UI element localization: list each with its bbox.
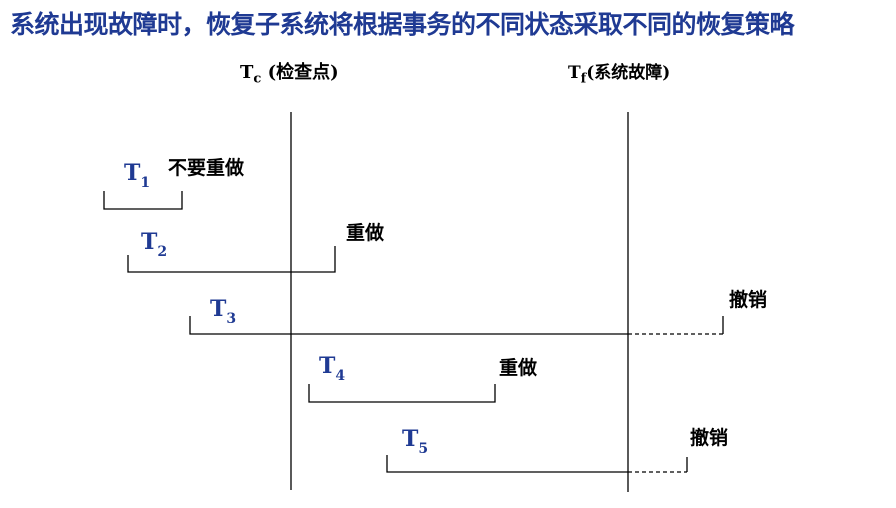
page-title: 系统出现故障时，恢复子系统将根据事务的不同状态采取不同的恢复策略	[10, 10, 795, 39]
transaction-t2-bar	[127, 246, 336, 273]
failure-label: Tf(系统故障)	[568, 63, 671, 87]
transaction-t1-label: T1	[124, 160, 151, 192]
transaction-t5-label: T5	[402, 426, 429, 458]
transaction-t4-bar	[308, 384, 496, 403]
transaction-t4-label: T4	[319, 353, 346, 385]
checkpoint-label: Tc (检查点)	[240, 62, 339, 87]
transaction-t3-action: 撤销	[729, 289, 768, 311]
transaction-t2-label: T2	[141, 229, 168, 261]
transaction-t2-action: 重做	[346, 222, 385, 244]
transaction-t5-bar	[386, 455, 628, 473]
transaction-t1-action: 不要重做	[168, 157, 245, 179]
transaction-t1-bar	[103, 191, 183, 210]
transaction-t5-action: 撤销	[690, 427, 729, 449]
transaction-t4-action: 重做	[499, 357, 538, 379]
transaction-t3-bar	[189, 316, 628, 335]
transaction-t3-label: T3	[210, 296, 237, 328]
